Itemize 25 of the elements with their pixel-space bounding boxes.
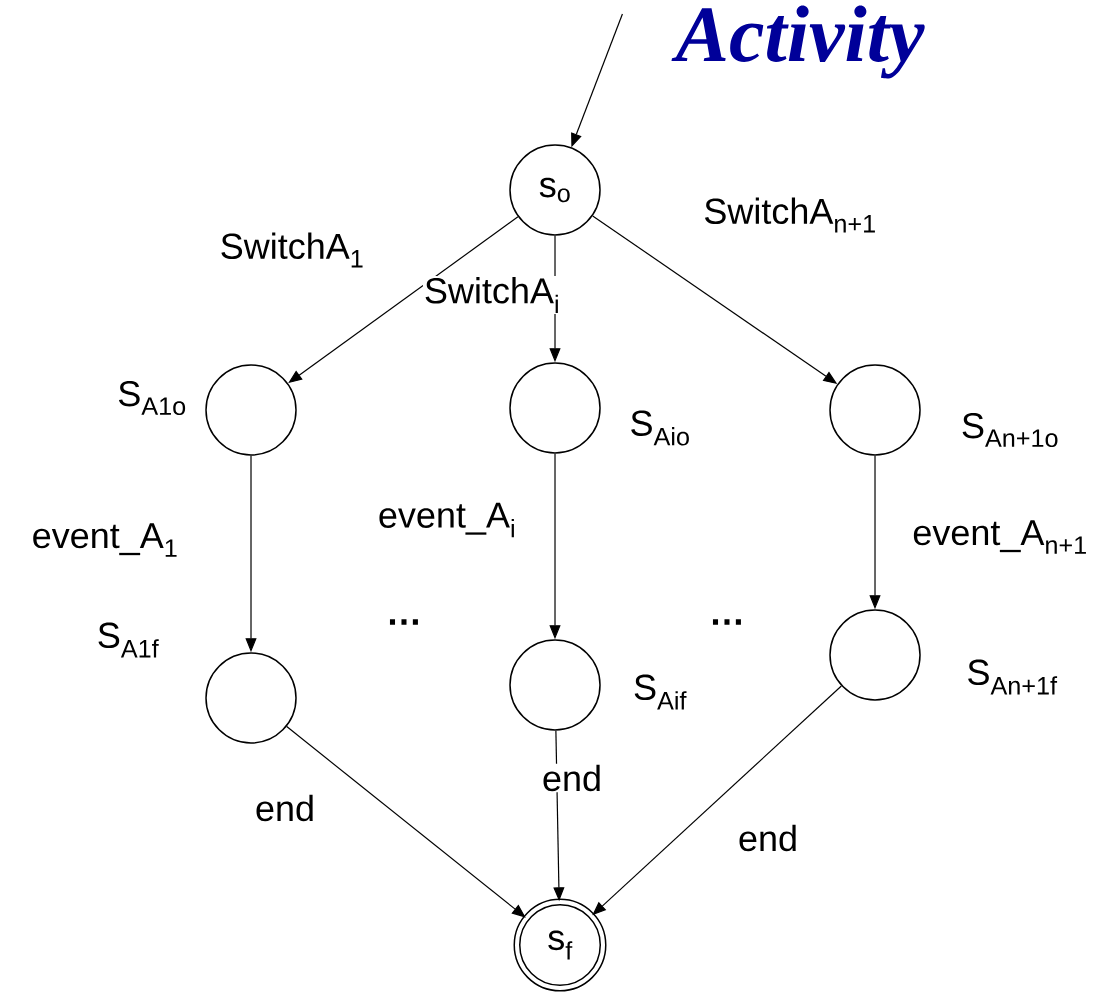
state-circle [509, 362, 601, 454]
edge-label: SwitchA$_{i}$ [422, 276, 562, 314]
edge-label: end [737, 823, 800, 853]
arrow [286, 725, 526, 918]
ellipsis: … [712, 619, 741, 625]
state-circle [205, 364, 297, 456]
state-label: S$_{A1o}$ [118, 380, 186, 416]
state-label: S$_{A1f}$ [98, 622, 159, 658]
edge-label: end [541, 763, 604, 793]
state-label: S$_{An+1f}$ [968, 659, 1058, 695]
edge-label: event_A$_{n+1}$ [911, 519, 1089, 555]
edge-label: event_A$_{i}$ [376, 501, 518, 539]
ellipsis: … [389, 619, 418, 625]
state-label: S$_{Aif}$ [634, 674, 687, 710]
edge-label: event_A$_{1}$ [30, 522, 180, 558]
state-circle [829, 364, 921, 456]
edge-label: SwitchA$_{1}$ [218, 231, 366, 269]
state-label: S$_{An+1o}$ [962, 412, 1058, 448]
state-circle [509, 639, 601, 731]
edge-label: end [253, 793, 317, 823]
state-circle [829, 609, 921, 701]
state-circle [205, 652, 297, 744]
state-label: S$_{Aio}$ [631, 410, 689, 446]
edge-label: SwitchA$_{n+1}$ [702, 196, 878, 234]
title-text: Activity [671, 5, 925, 79]
